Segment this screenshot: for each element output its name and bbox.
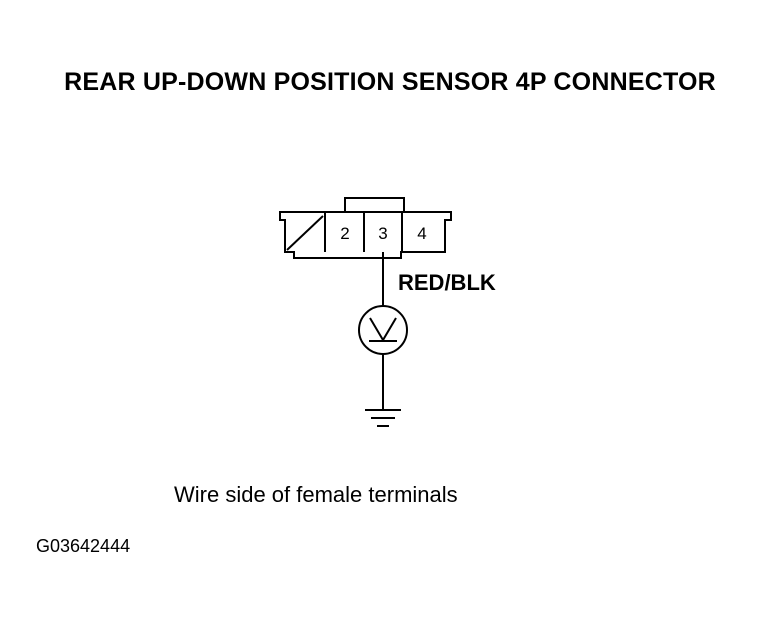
ground-icon xyxy=(365,409,401,427)
diagram-title: REAR UP-DOWN POSITION SENSOR 4P CONNECTO… xyxy=(64,68,716,96)
diagram-caption: Wire side of female terminals xyxy=(174,482,458,507)
pin-3-label: 3 xyxy=(378,224,387,243)
pin-4-label: 4 xyxy=(417,224,426,243)
figure-code: G03642444 xyxy=(36,536,131,556)
connector-4p xyxy=(279,197,452,259)
pin-2-label: 2 xyxy=(340,224,349,243)
empty-terminal-slash xyxy=(286,215,324,251)
voltmeter-icon xyxy=(358,305,408,355)
wire-color-label: RED/BLK xyxy=(398,270,496,295)
